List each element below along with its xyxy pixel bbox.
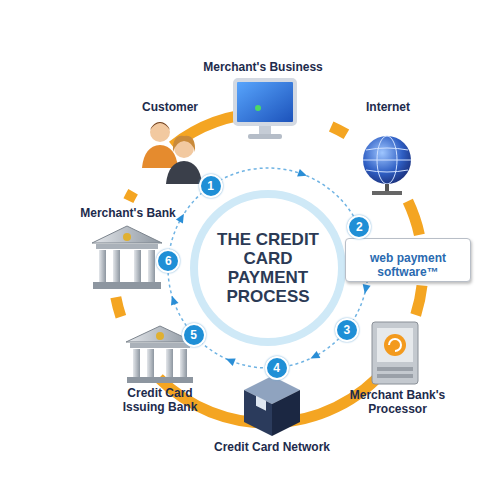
node-label: Merchant's Bank <box>78 206 178 220</box>
center-circle <box>194 194 342 342</box>
node-label: Internet <box>350 100 426 114</box>
flow-arrowhead <box>226 359 236 366</box>
diagram-title: THE CREDIT CARD PAYMENT PROCESS <box>205 230 331 306</box>
flow-arrowhead <box>311 351 321 359</box>
node-label: web payment software™ <box>346 251 470 279</box>
inner-ring <box>168 168 368 368</box>
customer-icon <box>142 122 202 184</box>
callout-number: 4 <box>265 356 289 380</box>
ring-connector <box>116 297 121 317</box>
bank-icon <box>92 226 162 289</box>
callout-number: 5 <box>182 323 206 347</box>
network-node: Credit Card Network <box>212 372 332 472</box>
node-label: Credit Card Issuing Bank <box>105 386 215 414</box>
network-cube-icon <box>244 376 300 436</box>
flow-arrowhead <box>176 214 184 224</box>
monitor-icon <box>235 80 295 139</box>
callout-number: 3 <box>335 318 359 342</box>
callout-number: 2 <box>347 215 371 239</box>
ring-connector <box>331 127 346 135</box>
node-label: Merchant's Business <box>198 60 328 74</box>
ring-connector <box>416 286 422 316</box>
callout-number: 1 <box>199 174 223 198</box>
flow-arrowhead <box>171 296 179 306</box>
network-node: Internet <box>350 98 426 198</box>
ring-connector <box>128 192 133 201</box>
globe-icon <box>363 136 411 195</box>
server-icon <box>372 322 418 384</box>
flow-arrowhead <box>297 169 307 177</box>
software-box: web payment software™ <box>345 238 471 282</box>
flow-arrowhead <box>363 284 371 294</box>
system-node: Merchant's Business <box>198 58 328 144</box>
ring-connector <box>408 201 420 235</box>
node-label: Credit Card Network <box>212 440 332 454</box>
node-label: Customer <box>120 100 220 114</box>
callout-number: 6 <box>156 249 180 273</box>
node-label: Merchant Bank's Processor <box>335 388 460 416</box>
